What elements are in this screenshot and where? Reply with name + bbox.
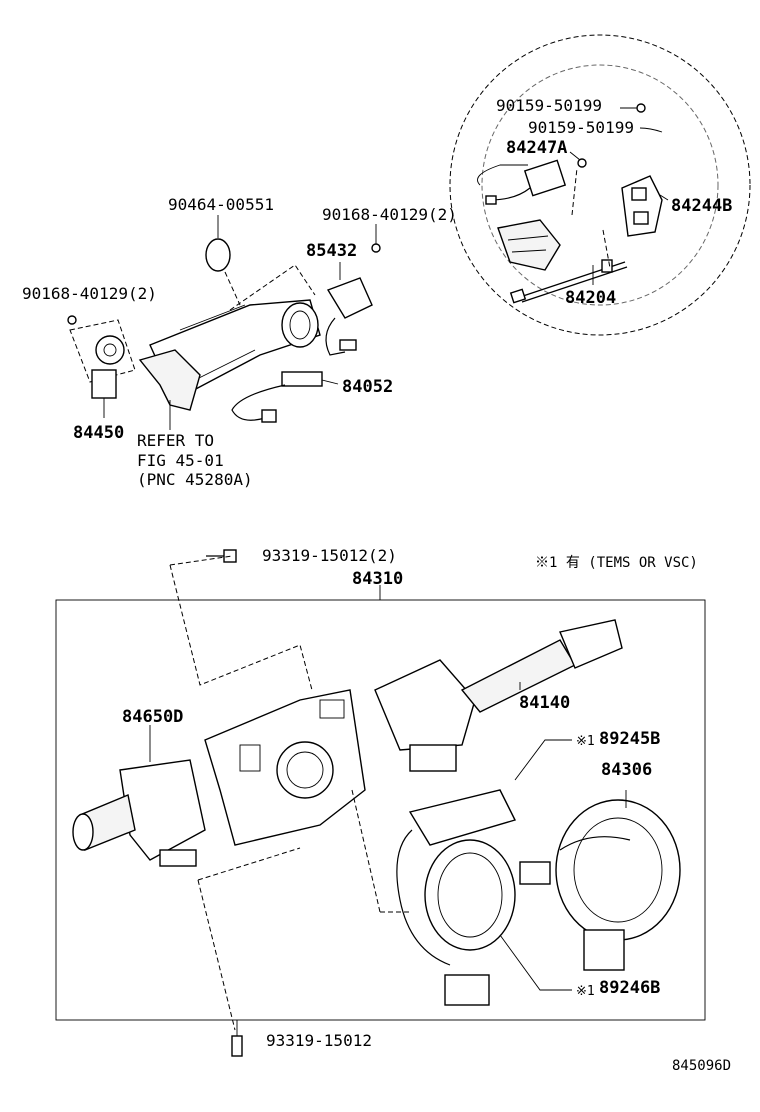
label-84052: 84052 — [342, 377, 393, 397]
label-85432: 85432 — [306, 241, 357, 261]
star-89245b: ※1 — [576, 734, 595, 749]
assembly-84310-frame — [55, 599, 706, 1021]
label-89246b: 89246B — [599, 978, 660, 998]
wire-84052-illustration — [231, 371, 339, 423]
label-90168-40129-right: 90168-40129(2) — [322, 205, 457, 224]
refer-note-line3: (PNC 45280A) — [137, 470, 253, 489]
switch-84247a-illustration — [485, 158, 587, 205]
label-84247a: 84247A — [506, 138, 567, 158]
spiral-cable-84306-illustration — [519, 790, 681, 971]
label-90159-50199-a: 90159-50199 — [496, 96, 602, 115]
label-84244b: 84244B — [671, 196, 732, 216]
label-84450: 84450 — [73, 423, 124, 443]
part-84450-illustration — [67, 315, 136, 418]
sensor-89245b-illustration — [396, 739, 572, 1006]
label-84310: 84310 — [352, 569, 403, 589]
horn-wire-84204-illustration — [497, 219, 628, 304]
clamp-90464-illustration — [205, 238, 231, 272]
label-84204: 84204 — [565, 288, 616, 308]
ring-89246b-illustration — [424, 839, 572, 991]
steering-column-group — [67, 215, 381, 430]
note-tems-vsc: ※1 有 (TEMS OR VSC) — [535, 555, 698, 571]
steering-wheel-outline — [449, 34, 751, 336]
switch-body-illustration — [204, 689, 366, 846]
label-84650d: 84650D — [122, 707, 183, 727]
module-85432-illustration — [325, 243, 381, 356]
star-89246b: ※1 — [576, 984, 595, 999]
label-89245b: 89245B — [599, 729, 660, 749]
screw-93319-top-illustration — [169, 549, 237, 566]
label-90168-40129-left: 90168-40129(2) — [22, 284, 157, 303]
label-90159-50199-b: 90159-50199 — [528, 118, 634, 137]
switch-84244b-illustration — [621, 175, 663, 237]
label-93319-15012-bottom: 93319-15012 — [266, 1031, 372, 1050]
figure-id: 845096D — [672, 1058, 731, 1074]
lever-84650d-illustration — [72, 725, 206, 867]
label-84140: 84140 — [519, 693, 570, 713]
combination-switch-group — [55, 549, 706, 1057]
label-84306: 84306 — [601, 760, 652, 780]
label-93319-15012-top: 93319-15012(2) — [262, 546, 397, 565]
refer-note-line1: REFER TO — [137, 431, 214, 450]
steering-wheel-group — [449, 34, 751, 336]
lever-84140-illustration — [374, 619, 623, 772]
label-90464-00551: 90464-00551 — [168, 195, 274, 214]
refer-note-line2: FIG 45-01 — [137, 451, 224, 470]
screw-93319-bottom-illustration — [231, 1020, 243, 1057]
